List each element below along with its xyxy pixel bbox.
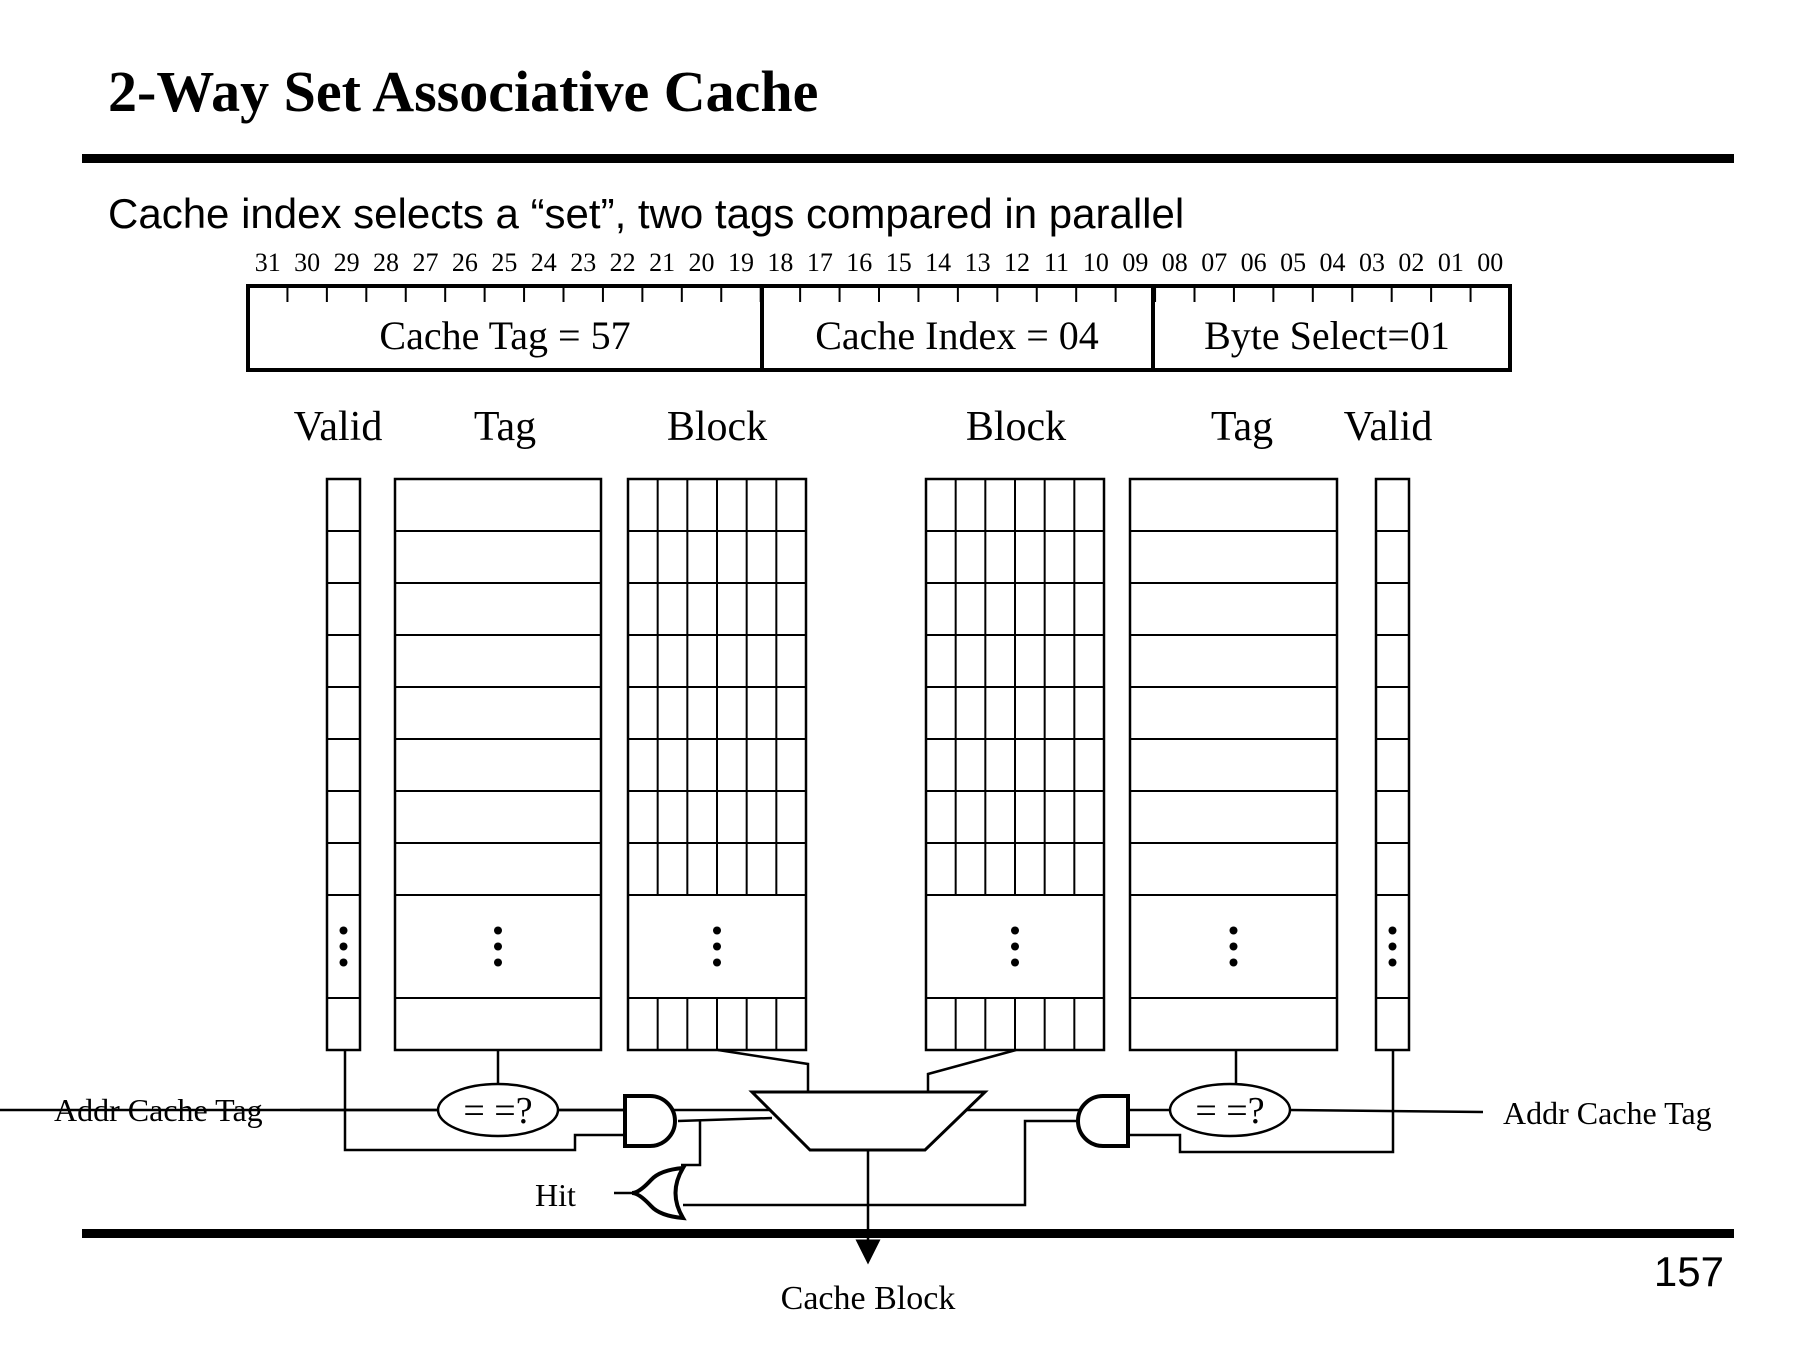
hit-label: Hit [535,1177,576,1213]
ellipsis-dot [339,958,348,967]
left-tag-column [393,477,603,1052]
ellipsis-dot [1229,958,1238,967]
bit-label: 24 [531,248,557,277]
ellipsis-dot [1011,926,1019,935]
ellipsis-dot [713,926,721,935]
bottom-rule [82,1229,1734,1238]
hit-or-gate [631,1165,687,1221]
bit-label: 03 [1359,248,1385,277]
bit-label: 00 [1477,248,1503,277]
bit-label: 13 [965,248,991,277]
bit-label: 05 [1280,248,1306,277]
byte-select-field: Byte Select=01 [1204,313,1450,358]
ellipsis-dot [713,958,721,967]
right-and-gate [1076,1094,1130,1148]
page-number: 157 [1653,1248,1724,1295]
address-bit-ticks [286,286,1472,302]
bit-label: 29 [334,248,360,277]
left-block-column [626,477,808,1052]
right-tag-column [1128,477,1339,1052]
ellipsis-dot [1011,958,1019,967]
block-multiplexer [748,1090,989,1152]
bit-label: 14 [925,248,951,277]
address-bit-labels: 31 30 29 28 27 26 25 24 23 22 21 20 19 18 17 16 15 14 13 12… [255,248,1504,277]
bit-label: 27 [412,248,438,277]
right-valid-column [1374,477,1411,1052]
bit-label: 23 [570,248,596,277]
left-tag-comparator: = =? [436,1082,560,1138]
left-block-header: Block [667,404,767,450]
wiring [0,1048,1484,1265]
cache-index-field: Cache Index = 04 [815,313,1099,358]
right-valid-header: Valid [1344,404,1433,450]
bit-label: 22 [610,248,636,277]
right-tag-comparator: = =? [1168,1082,1292,1138]
bit-label: 28 [373,248,399,277]
bit-label: 12 [1004,248,1030,277]
right-comparator-label: = =? [1195,1090,1264,1132]
ellipsis-dot [1229,926,1238,935]
bit-label: 04 [1320,248,1346,277]
bit-label: 20 [689,248,715,277]
right-block-header: Block [966,404,1066,450]
bit-label: 19 [728,248,754,277]
bit-label: 01 [1438,248,1464,277]
right-tag-header: Tag [1211,404,1273,450]
ellipsis-dot [1229,942,1238,951]
bit-label: 06 [1241,248,1267,277]
ellipsis-dot [339,942,348,951]
cache-arrays [325,477,1411,1052]
bit-label: 11 [1044,248,1069,277]
addr-cache-tag-right-label: Addr Cache Tag [1503,1095,1712,1131]
slide-subtitle: Cache index selects a “set”, two tags co… [108,190,1185,237]
bit-label: 26 [452,248,478,277]
right-tag-column-outline [1128,477,1339,1052]
ellipsis-dot [1388,958,1397,967]
slide-title: 2-Way Set Associative Cache [108,59,819,124]
addr-cache-tag-left-label: Addr Cache Tag [54,1092,263,1128]
bit-label: 08 [1162,248,1188,277]
ellipsis-dot [494,942,502,951]
left-comparator-label: = =? [463,1090,532,1132]
bit-label: 16 [846,248,872,277]
left-valid-header: Valid [294,404,383,450]
right-block-column [924,477,1106,1052]
ellipsis-dot [1388,942,1397,951]
ellipsis-dot [1388,926,1397,935]
ellipsis-dot [1011,942,1019,951]
ellipsis-dot [494,958,502,967]
bit-label: 10 [1083,248,1109,277]
bit-label: 17 [807,248,833,277]
ellipsis-dot [494,926,502,935]
bit-label: 25 [491,248,517,277]
left-and-gate [623,1094,677,1148]
cache-tag-field: Cache Tag = 57 [379,313,630,358]
top-rule [82,154,1734,163]
bit-label: 21 [649,248,675,277]
bit-label: 09 [1122,248,1148,277]
address-register: Cache Tag = 57 Cache Index = 04 Byte Sel… [246,284,1512,372]
ellipsis-dot [339,926,348,935]
bit-label: 15 [886,248,912,277]
ellipsis-dot [713,942,721,951]
bit-label: 02 [1398,248,1424,277]
bit-label: 31 [255,248,281,277]
left-tag-header: Tag [474,404,536,450]
left-valid-column-outline [325,477,362,1052]
cache-block-output-label: Cache Block [781,1280,956,1317]
left-valid-column [325,477,362,1052]
bit-label: 30 [294,248,320,277]
bit-label: 18 [767,248,793,277]
bit-label: 07 [1201,248,1227,277]
